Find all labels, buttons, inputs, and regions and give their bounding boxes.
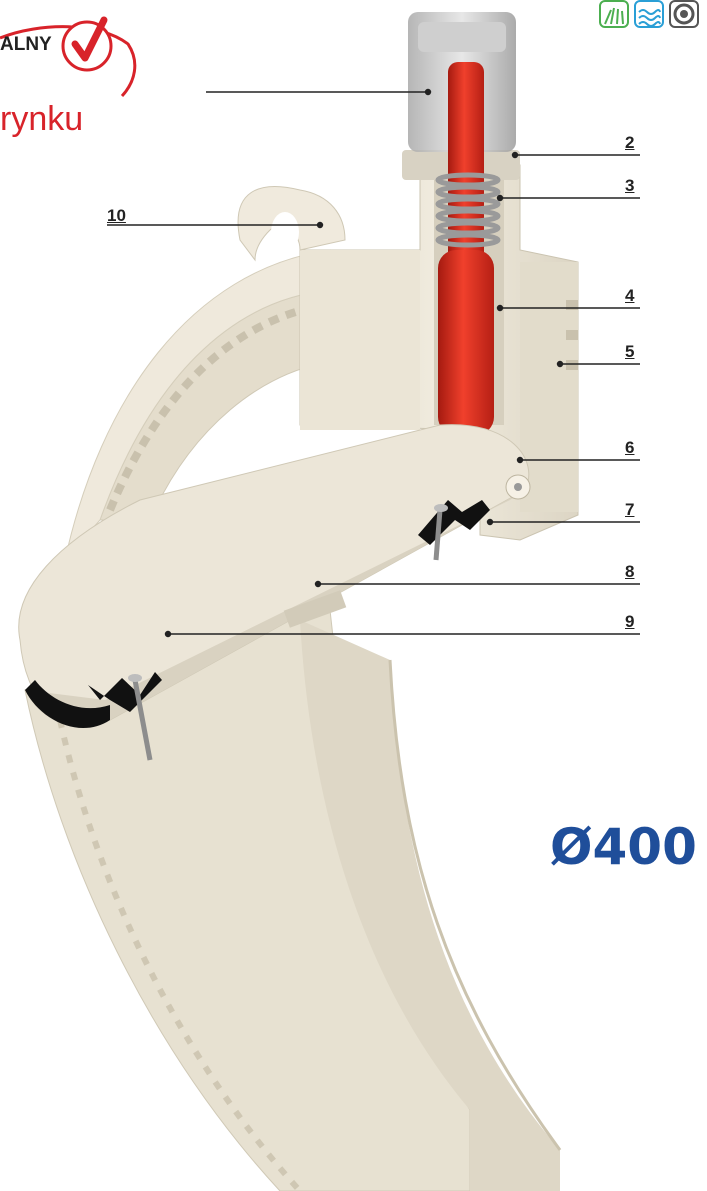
label-10: 10 [107, 206, 126, 225]
spring-coil [435, 172, 501, 248]
label-6: 6 [625, 438, 635, 457]
label-2: 2 [625, 133, 635, 152]
callout-lines [107, 88, 640, 638]
label-8: 8 [625, 562, 635, 581]
badge-text-top: ALNY [0, 34, 52, 55]
label-9: 9 [625, 612, 635, 631]
diameter-label: Ø400 [550, 818, 697, 876]
label-7: 7 [625, 500, 635, 519]
screw-7 [433, 504, 448, 561]
sun-rays-icon [599, 0, 629, 28]
flap-lever [18, 424, 531, 761]
water-icon [634, 0, 664, 28]
piston-assembly [402, 12, 520, 435]
promo-badge-graphic [0, 16, 137, 98]
pipe-arc-body [24, 249, 562, 1191]
screw-9 [128, 674, 153, 761]
badge-text-bottom: rynku [0, 100, 84, 138]
label-3: 3 [625, 176, 635, 195]
target-icon [669, 0, 699, 28]
label-5: 5 [625, 342, 635, 361]
label-4: 4 [625, 286, 635, 305]
